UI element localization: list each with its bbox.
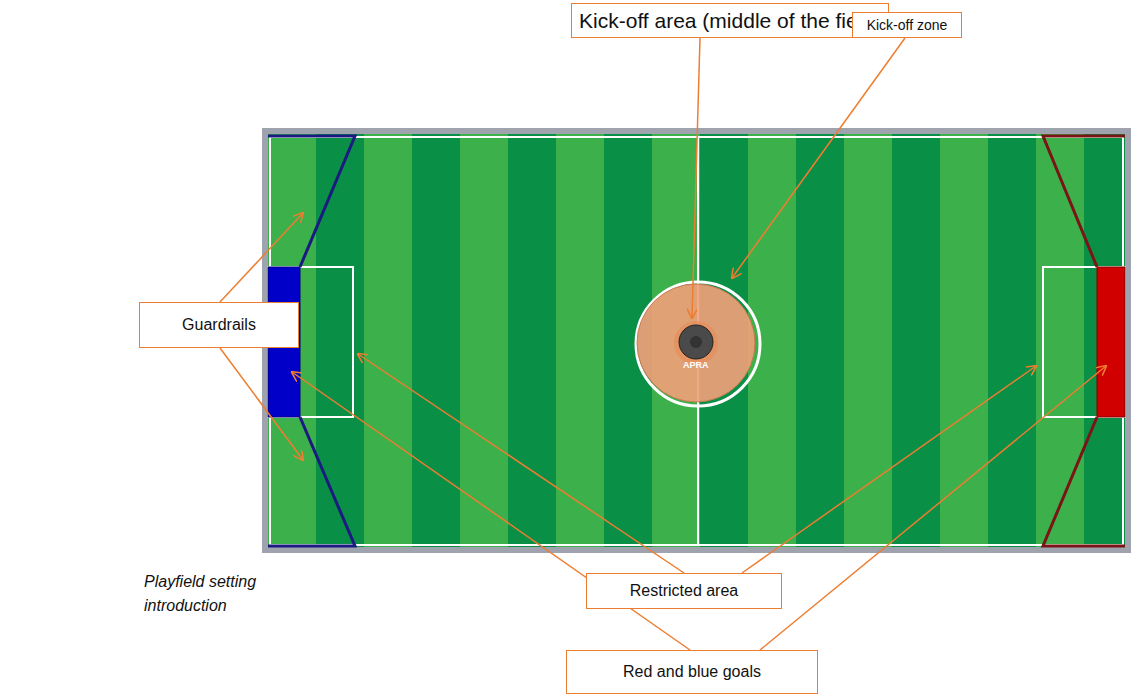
blue-guardrail — [268, 417, 355, 546]
field-frame — [262, 128, 1131, 553]
red-guardrail — [1043, 136, 1125, 267]
kickoff-area — [637, 284, 755, 402]
callout-box: Restricted area — [586, 573, 782, 609]
field-grass — [268, 134, 1125, 547]
callout-text: Kick-off zone — [867, 17, 948, 33]
callout-text: Red and blue goals — [623, 663, 761, 681]
caption: Playfield setting introduction — [144, 570, 274, 618]
red-guardrail — [1043, 417, 1125, 546]
callout-text: Kick-off area (middle of the field) — [579, 9, 881, 33]
leader-line — [358, 354, 684, 573]
leader-line — [742, 366, 1036, 573]
callout-box: Kick-off area (middle of the field) — [571, 3, 889, 38]
leader-line — [760, 366, 1106, 650]
callout-text: Restricted area — [630, 582, 739, 600]
leader-line — [220, 213, 303, 302]
callout-box: Kick-off zone — [852, 12, 962, 38]
logo-mark — [674, 321, 718, 365]
leader-line — [692, 38, 700, 318]
callout-text: Guardrails — [182, 316, 256, 334]
logo-text: APRA — [683, 361, 709, 370]
blue-guardrail — [268, 136, 355, 267]
leader-line — [220, 348, 303, 460]
kickoff-zone — [636, 282, 760, 406]
callout-box: Guardrails — [139, 302, 299, 348]
boundary-line — [270, 137, 1123, 545]
red-goal — [1097, 267, 1125, 417]
leader-line — [732, 38, 905, 278]
restricted-area-red — [1043, 267, 1125, 417]
ball-patch — [690, 336, 702, 348]
callout-box: Red and blue goals — [566, 650, 818, 694]
ball — [679, 325, 713, 359]
